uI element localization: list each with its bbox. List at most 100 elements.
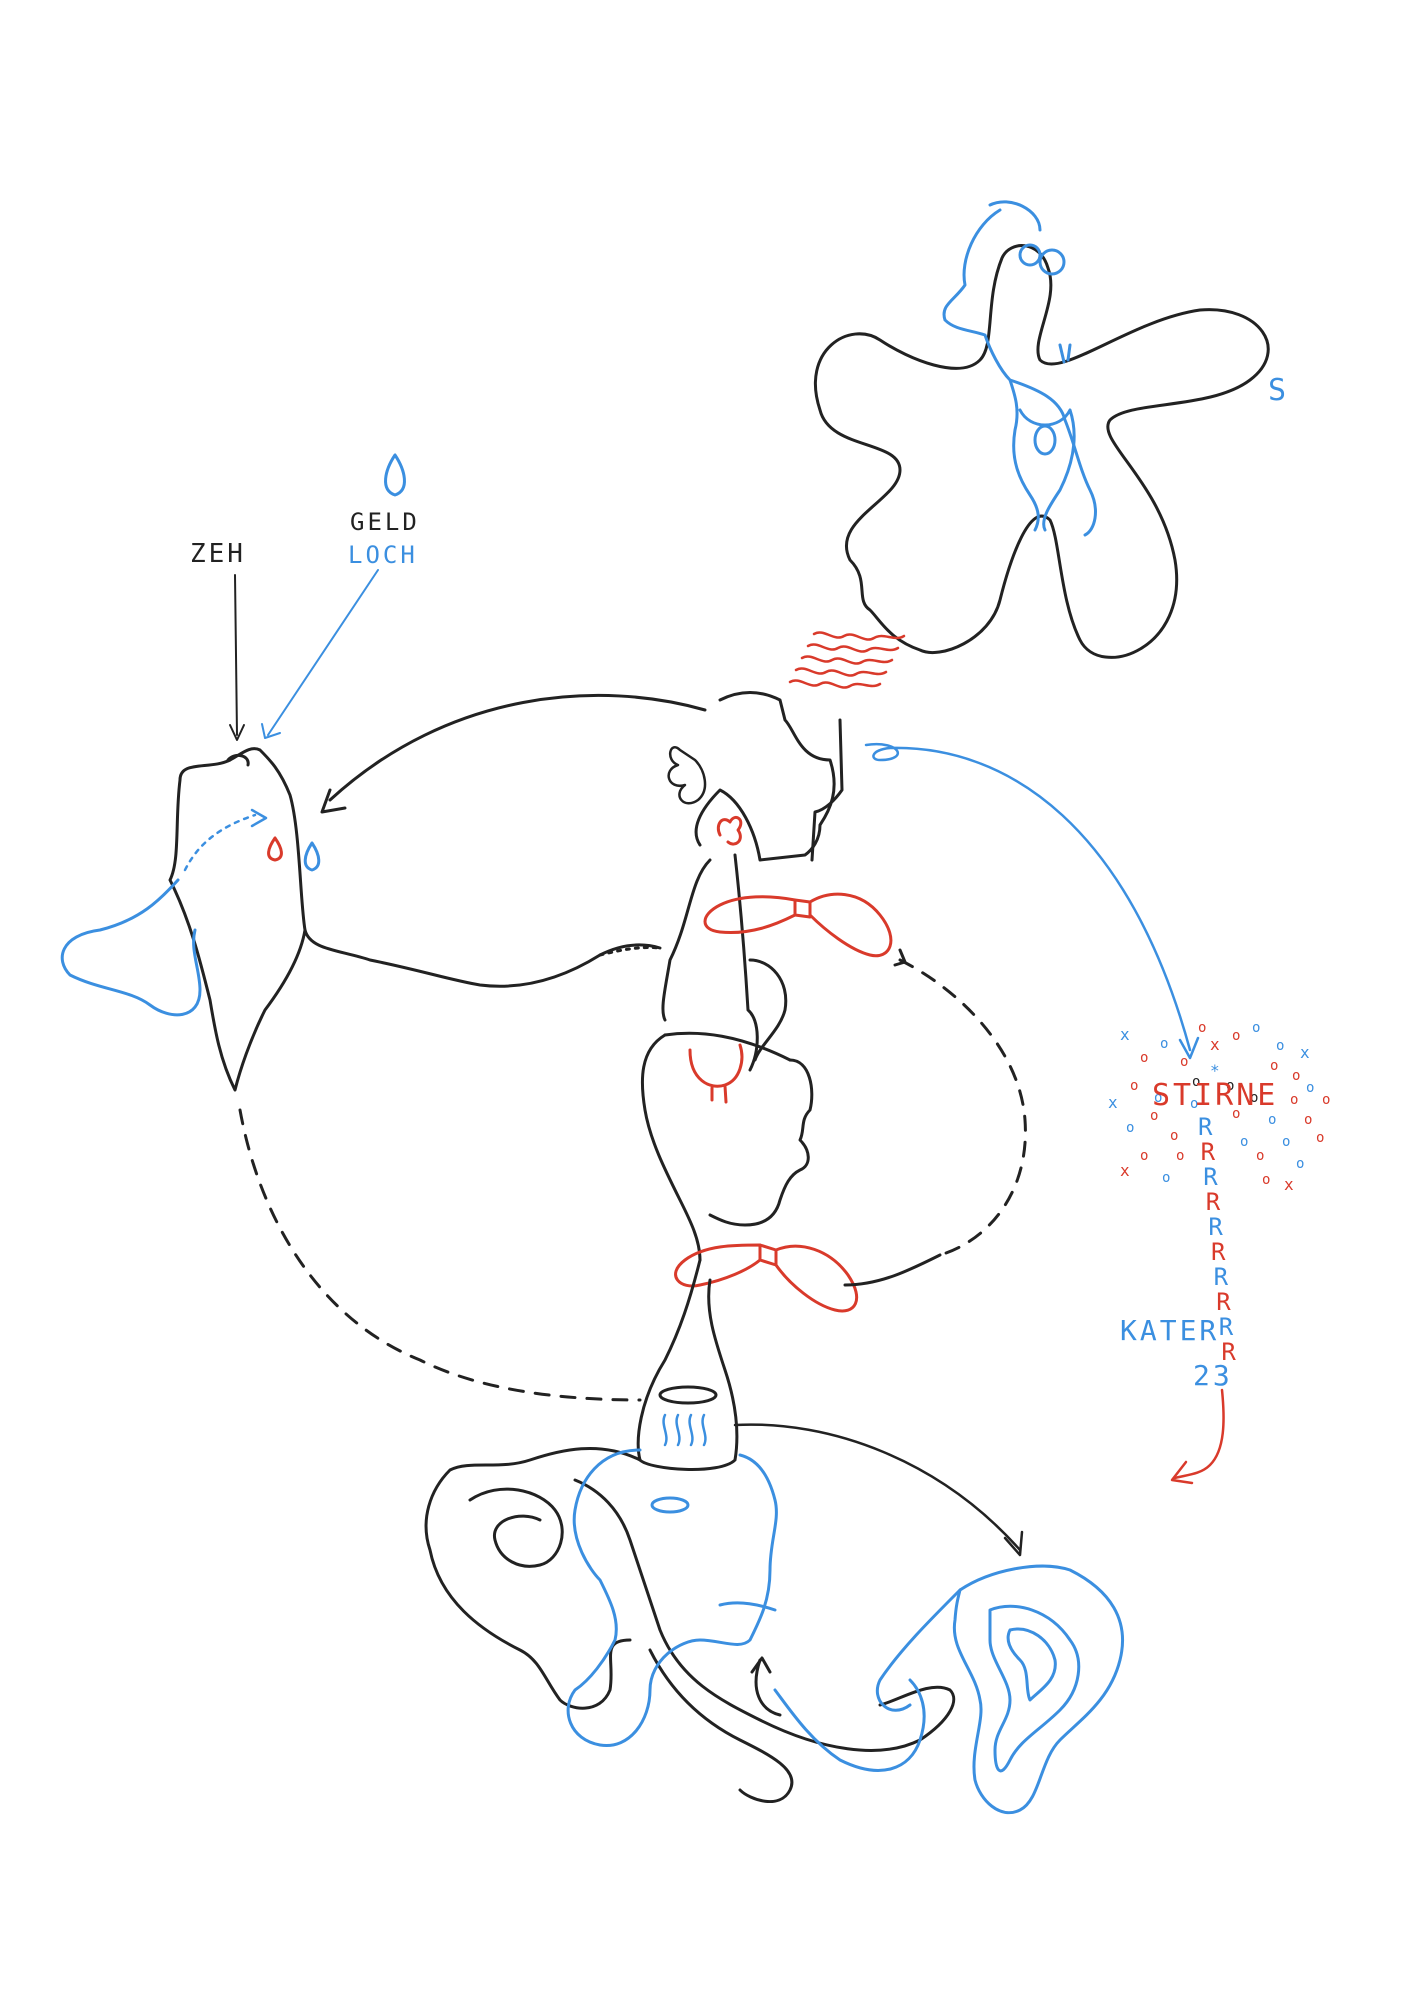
r-letter: R — [1206, 1188, 1221, 1216]
right-ear-tail — [875, 1588, 962, 1712]
r-letter: R — [1214, 1263, 1229, 1291]
scatter-mark: x — [1300, 1043, 1310, 1062]
blue-arc-to-stirne-arrowhead — [1178, 1036, 1200, 1060]
arc-vase-to-ear — [733, 1423, 1022, 1552]
s-label: S — [1268, 373, 1289, 408]
r-letter: R — [1219, 1313, 1234, 1341]
scatter-mark: o — [1190, 1096, 1198, 1112]
bottom-blue-mouth — [718, 1601, 777, 1612]
left-figure — [60, 747, 662, 1092]
blue-drop-icon — [303, 841, 321, 872]
scatter-mark: x — [1120, 1025, 1130, 1044]
loch-label: LOCH — [348, 541, 418, 569]
scatter-mark: o — [1250, 1090, 1258, 1106]
red-tail-line — [1173, 1388, 1225, 1480]
blue-arc-to-stirne — [864, 742, 1192, 1052]
scatter-mark: o — [1198, 1020, 1206, 1036]
r-letter: R — [1216, 1288, 1231, 1316]
right-ear-inner — [988, 1604, 1081, 1773]
red-tail-hook — [1170, 1460, 1194, 1485]
dotted-neck-link — [598, 946, 662, 957]
bottom-black-swirl — [648, 1648, 794, 1804]
scatter-mark: o — [1130, 1078, 1138, 1094]
bottom-blue-head — [566, 1448, 778, 1747]
scatter-mark: o — [1292, 1068, 1300, 1084]
scatter-mark: o — [1150, 1108, 1158, 1124]
bottom-black-head — [573, 1478, 956, 1752]
scatter-mark: o — [1252, 1020, 1260, 1036]
scatter-mark: * — [1210, 1061, 1220, 1080]
scatter-mark: o — [1282, 1134, 1290, 1150]
r-letter: R — [1211, 1238, 1226, 1266]
wavy-line — [812, 631, 906, 641]
r-letter: R — [1221, 1338, 1236, 1366]
right-ear-core — [1006, 1627, 1057, 1702]
scatter-mark: x — [1210, 1035, 1220, 1054]
vase-body — [636, 1258, 739, 1471]
scatter-mark: o — [1126, 1120, 1134, 1136]
upper-bow-left — [703, 895, 797, 935]
head-column — [636, 691, 893, 1471]
red-drop-icon — [267, 836, 283, 862]
left-figure-blue-leg — [60, 878, 202, 1017]
r-letter: R — [1198, 1113, 1213, 1141]
scatter-mark: o — [1256, 1148, 1264, 1164]
connector-arcs — [238, 693, 1200, 1717]
loch-arrow-head — [261, 723, 281, 739]
number-label: 23 — [1193, 1359, 1233, 1392]
scatter-mark: o — [1306, 1080, 1314, 1096]
flower-inner-organ — [1033, 424, 1057, 456]
r-letter: R — [1208, 1213, 1223, 1241]
flower-eye-left — [1018, 243, 1042, 267]
top-head-ear-curls — [667, 746, 707, 805]
eye-mark — [250, 808, 268, 828]
neck-bulge — [748, 958, 788, 1062]
bottom-black-loop-inner — [468, 1487, 564, 1568]
neck-red-loops — [688, 1043, 744, 1104]
arc-bottom-loop-arrow — [754, 1658, 782, 1717]
wavy-line — [788, 679, 882, 689]
scatter-mark: o — [1296, 1156, 1304, 1172]
wavy-line — [800, 655, 894, 665]
scatter-mark: o — [1170, 1128, 1178, 1144]
dashed-left-arc — [238, 1108, 642, 1402]
left-figure-outline — [168, 758, 662, 1092]
scatter-mark: o — [1180, 1054, 1188, 1070]
scatter-mark: o — [1232, 1106, 1240, 1122]
wavy-line — [806, 643, 900, 653]
arc-top-to-left-arrowhead — [320, 788, 347, 814]
top-head — [694, 691, 836, 862]
scatter-mark: x — [1120, 1161, 1130, 1180]
scatter-mark: o — [1140, 1050, 1148, 1066]
bottom-blue-tail — [773, 1678, 926, 1772]
arc-top-to-left — [328, 693, 707, 802]
neck-column — [661, 853, 759, 1072]
loch-arrow-line — [267, 569, 379, 736]
scatter-mark: o — [1240, 1134, 1248, 1150]
zeh-arrow-head — [229, 724, 245, 741]
scatter-mark: o — [1176, 1148, 1184, 1164]
scatter-mark: o — [1232, 1028, 1240, 1044]
flower-drip-marks — [1058, 343, 1072, 364]
upper-bow-knot — [793, 898, 812, 919]
scatter-mark: o — [1162, 1170, 1170, 1186]
scatter-mark: o — [1276, 1038, 1284, 1054]
top-drop-icon — [384, 453, 406, 497]
flower-eye-right — [1038, 248, 1066, 276]
wavy-connector — [788, 631, 906, 689]
dashed-right-arrowhead — [893, 948, 907, 967]
scatter-mark: o — [1268, 1112, 1276, 1128]
kater-label: KATER — [1120, 1314, 1219, 1347]
scatter-mark: o — [1270, 1058, 1278, 1074]
dashed-right-arc — [898, 958, 1027, 1257]
stirne-label: STIRNE — [1152, 1078, 1278, 1113]
scatter-mark: o — [1226, 1078, 1234, 1094]
lower-bow-knot — [758, 1243, 778, 1267]
scatter-mark: o — [1262, 1172, 1270, 1188]
wavy-line — [794, 667, 888, 677]
scatter-mark: o — [1192, 1074, 1200, 1090]
flower-outline — [813, 244, 1270, 659]
